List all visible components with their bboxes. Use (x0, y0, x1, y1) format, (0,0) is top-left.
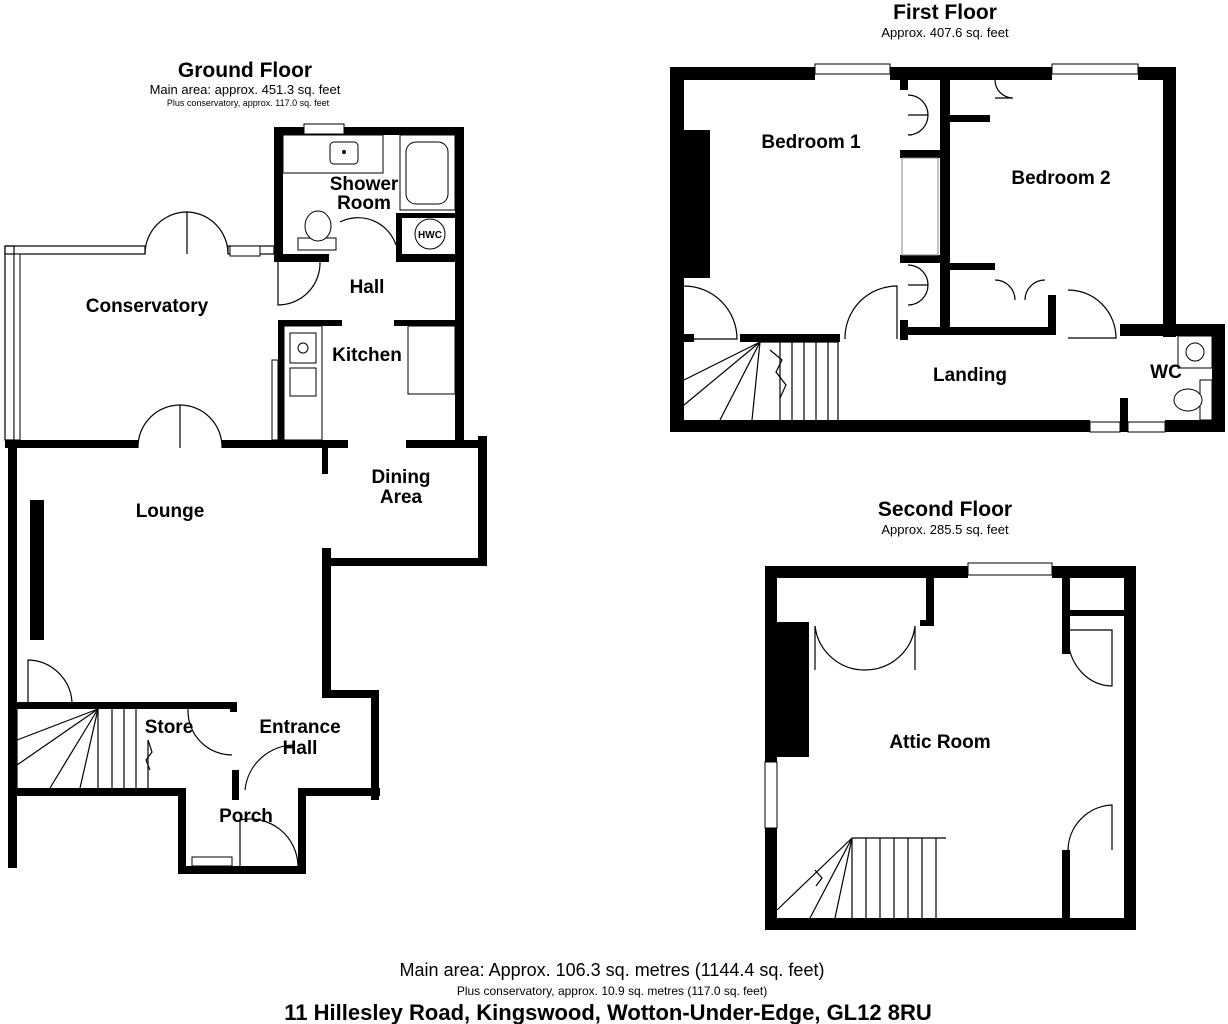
second-floor-area: Approx. 285.5 sq. feet (881, 522, 1009, 537)
ground-floor-title: Ground Floor (178, 59, 312, 82)
room-label-hall: Hall (350, 277, 385, 298)
second-floor-title: Second Floor (878, 498, 1012, 521)
room-label-conservatory: Conservatory (86, 296, 209, 317)
total-conservatory-area: Plus conservatory, approx. 10.9 sq. metr… (457, 984, 767, 998)
first-floor-area: Approx. 407.6 sq. feet (881, 25, 1009, 40)
total-main-area: Main area: Approx. 106.3 sq. metres (114… (400, 960, 825, 980)
room-label-attic: Attic Room (889, 732, 990, 753)
room-label-lounge: Lounge (136, 501, 205, 522)
room-label-landing: Landing (933, 365, 1007, 386)
room-label-entrance-1: Entrance (259, 717, 340, 738)
room-label-dining-2: Area (380, 487, 423, 508)
room-label-entrance-2: Hall (283, 738, 318, 759)
property-address: 11 Hillesley Road, Kingswood, Wotton-Und… (284, 1000, 931, 1024)
room-label-dining-1: Dining (371, 467, 430, 488)
room-label-bedroom1: Bedroom 1 (761, 132, 861, 153)
hwc-label: HWC (418, 230, 442, 241)
ground-floor-plan: HWC Groun (4, 59, 487, 874)
room-label-porch: Porch (219, 806, 273, 827)
room-label-shower-1: Shower (330, 174, 399, 195)
room-label-wc: WC (1150, 362, 1182, 383)
second-floor-plan: Second Floor Approx. 285.5 sq. feet Atti… (764, 498, 1136, 930)
room-label-bedroom2: Bedroom 2 (1011, 168, 1110, 189)
room-label-shower-2: Room (337, 193, 391, 214)
room-label-store: Store (145, 717, 194, 738)
ground-floor-area: Main area: approx. 451.3 sq. feet (150, 82, 341, 97)
first-floor-title: First Floor (893, 1, 997, 24)
first-floor-plan: First Floor Approx. 407.6 sq. feet Bedro… (670, 1, 1225, 433)
ground-floor-conservatory-area: Plus conservatory, approx. 117.0 sq. fee… (167, 98, 330, 108)
room-label-kitchen: Kitchen (332, 345, 402, 366)
